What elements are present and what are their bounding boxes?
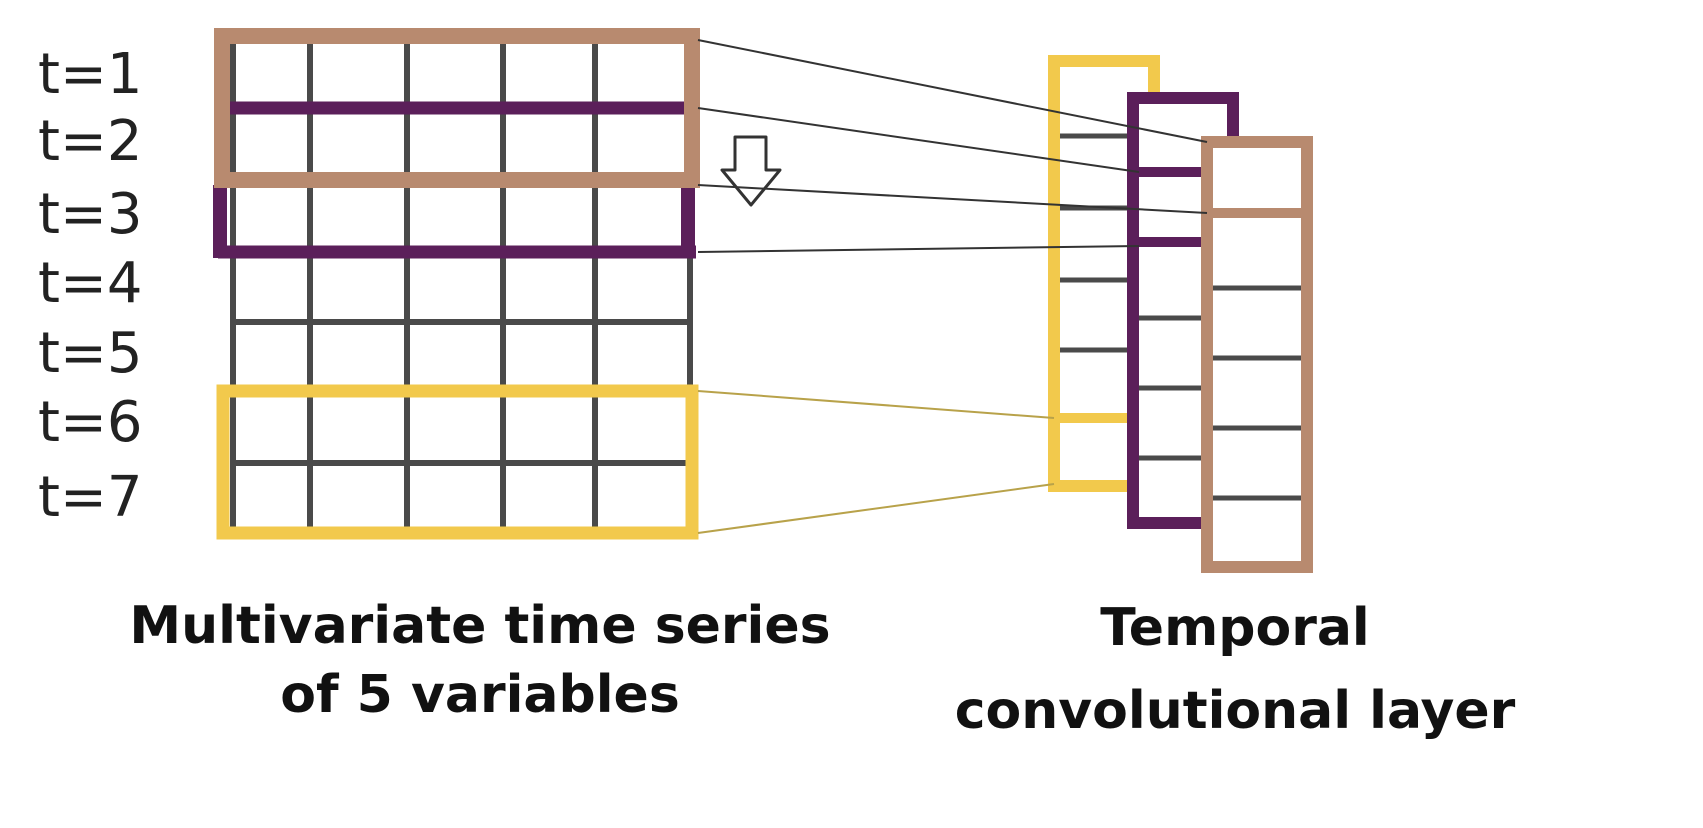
time-step-labels: t=1 t=2 t=3 t=4 t=5 t=6 t=7: [38, 42, 143, 530]
time-label-2: t=2: [38, 109, 143, 174]
time-label-1: t=1: [38, 42, 143, 107]
connector-line: [697, 39, 1208, 143]
connector-line: [697, 184, 1208, 214]
connector-line: [697, 390, 1055, 419]
output-map-tan: [1201, 136, 1313, 573]
input-caption-line1: Multivariate time series: [129, 596, 830, 656]
window-tan: [214, 28, 700, 188]
connector-lines: [697, 39, 1208, 253]
connector-lines-yellow: [697, 390, 1055, 534]
time-label-3: t=3: [38, 182, 143, 247]
time-label-5: t=5: [38, 321, 143, 386]
time-label-7: t=7: [38, 465, 143, 530]
connector-line: [697, 245, 1140, 253]
input-caption-line2: of 5 variables: [280, 665, 680, 725]
time-label-4: t=4: [38, 251, 143, 316]
output-caption-line2: convolutional layer: [955, 681, 1516, 741]
window-purple: [213, 101, 696, 259]
time-label-6: t=6: [38, 390, 143, 455]
connector-line: [697, 483, 1055, 534]
output-caption-line1: Temporal: [1100, 598, 1370, 658]
connector-line: [697, 107, 1140, 173]
window-yellow: [216, 384, 699, 540]
down-arrow-icon: [720, 135, 782, 207]
